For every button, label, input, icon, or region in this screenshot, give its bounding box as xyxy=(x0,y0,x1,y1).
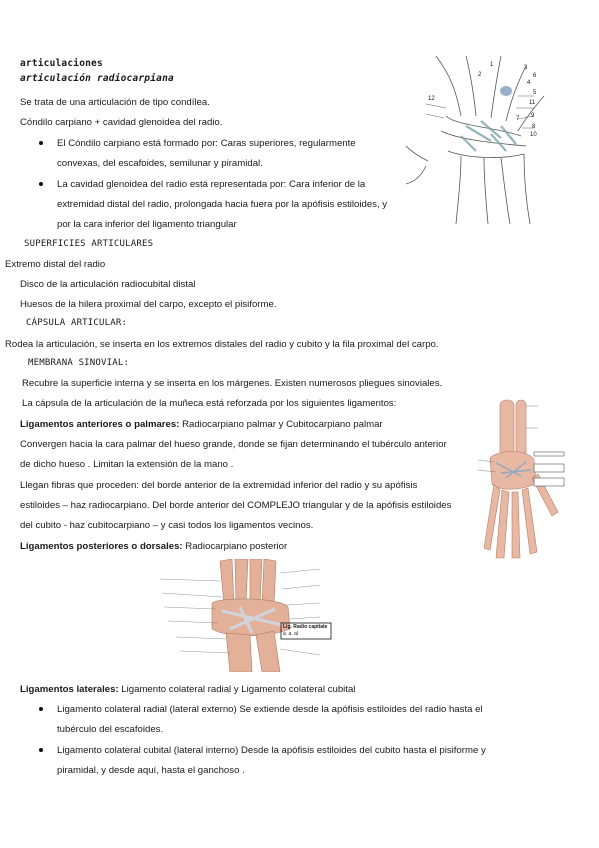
superficies-line: Disco de la articulación radiocubital di… xyxy=(20,279,196,290)
bullet-text: tubérculo del escafoides. xyxy=(57,724,164,735)
membrana-heading: MEMBRANA SINOVIAL: xyxy=(28,358,130,368)
fig1-number: 3 xyxy=(524,65,528,71)
fig1-number: 10 xyxy=(530,132,537,138)
bullet-icon xyxy=(39,748,43,752)
bullet-icon xyxy=(39,182,43,186)
paragraph-line: de dicho hueso . Limitan la extensión de… xyxy=(20,459,234,470)
bullet-text: extremidad distal del radio, prolongada … xyxy=(57,199,388,210)
fig3-box-label: a. a. al xyxy=(283,631,299,637)
capsula-line: Rodea la articulación, se inserta en los… xyxy=(5,339,439,350)
wrist-posterior-ligaments-figure xyxy=(140,559,340,672)
fig1-number: 8 xyxy=(532,124,536,130)
ligamentos-posteriores: Ligamentos posteriores o dorsales: Radio… xyxy=(20,540,287,553)
fig1-number: 2 xyxy=(478,72,482,78)
ligamentos-laterales-text: Ligamento colateral radial y Ligamento c… xyxy=(118,684,356,695)
bullet-text: Ligamento colateral cubital (lateral int… xyxy=(57,745,486,756)
hand-anterior-ligaments-figure xyxy=(476,398,580,560)
membrana-line: Recubre la superficie interna y se inser… xyxy=(22,378,443,389)
wrist-ligaments-drawing xyxy=(406,56,546,224)
superficies-line: Extremo distal del radio xyxy=(5,259,106,270)
bullet-text: por la cara inferior del ligamento trian… xyxy=(57,219,237,230)
superficies-line: Huesos de la hilera proximal del carpo, … xyxy=(20,299,277,310)
bullet-text: El Cóndilo carpiano está formado por: Ca… xyxy=(57,138,356,149)
ligamentos-anteriores: Ligamentos anteriores o palmares: Radioc… xyxy=(20,418,383,431)
bullet-icon xyxy=(39,141,43,145)
fig1-number: 1 xyxy=(490,62,494,68)
intro-line: Se trata de una articulación de tipo con… xyxy=(20,97,210,108)
ligamentos-laterales-label: Ligamentos laterales: xyxy=(20,684,119,695)
paragraph-line: Convergen hacia la cara palmar del hueso… xyxy=(20,439,447,450)
paragraph-line: Llegan fibras que proceden: del borde an… xyxy=(20,480,418,491)
bullet-text: piramidal, y desde aquí, hasta el gancho… xyxy=(57,765,245,776)
bullet-text: convexas, del escafoides, semilunar y pi… xyxy=(57,158,263,169)
intro-line: Cóndilo carpiano + cavidad glenoidea del… xyxy=(20,117,223,128)
ligamentos-posteriores-label: Ligamentos posteriores o dorsales: xyxy=(20,541,183,552)
membrana-line: La cápsula de la articulación de la muñe… xyxy=(22,398,397,409)
bullet-text: Ligamento colateral radial (lateral exte… xyxy=(57,704,483,715)
bullet-text: La cavidad glenoidea del radio está repr… xyxy=(57,179,366,190)
ligamentos-anteriores-label: Ligamentos anteriores o palmares: xyxy=(20,419,180,430)
fig3-box-label: Lig. Radio capitate xyxy=(283,624,328,630)
ligamentos-anteriores-text: Radiocarpiano palmar y Cubitocarpiano pa… xyxy=(179,419,383,430)
paragraph-line: del cubito - haz cubitocarpiano – y casi… xyxy=(20,520,314,531)
fig1-number: 4 xyxy=(527,80,531,86)
subsection-title: articulación radiocarpiana xyxy=(20,73,174,84)
ligamentos-posteriores-text: Radiocarpiano posterior xyxy=(182,541,288,552)
fig1-number: 9 xyxy=(531,113,535,119)
capsula-heading: CÁPSULA ARTICULAR: xyxy=(26,318,128,328)
fig1-number: 12 xyxy=(428,96,435,102)
paragraph-line: estiloides – haz radiocarpiano. Del bord… xyxy=(20,500,452,511)
fig1-number: 5 xyxy=(533,90,537,96)
superficies-heading: SUPERFICIES ARTICULARES xyxy=(24,239,154,249)
ligamentos-laterales: Ligamentos laterales: Ligamento colatera… xyxy=(20,683,355,696)
section-title: articulaciones xyxy=(20,58,103,69)
fig1-number: 7 xyxy=(516,116,520,122)
bullet-icon xyxy=(39,707,43,711)
fig1-number: 11 xyxy=(529,100,536,106)
fig1-number: 6 xyxy=(533,73,537,79)
